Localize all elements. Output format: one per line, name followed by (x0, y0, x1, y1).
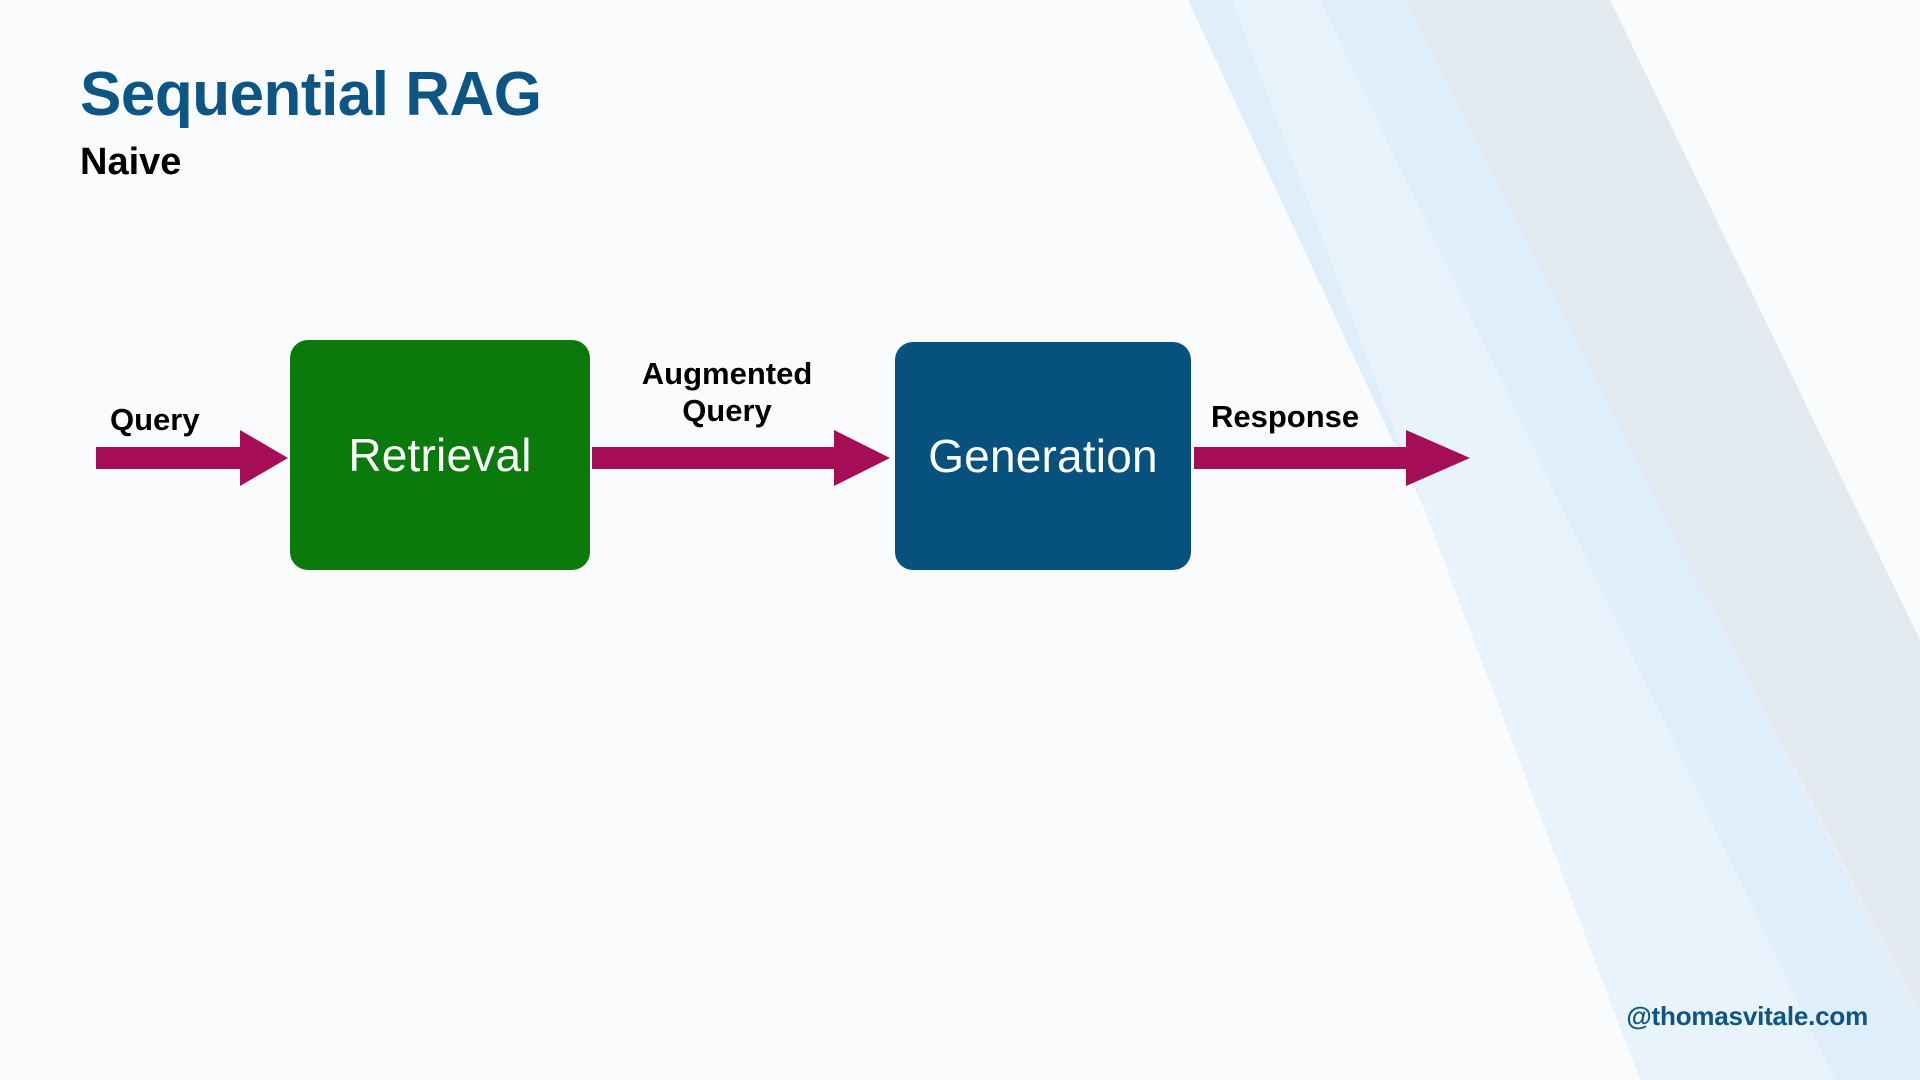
footer-handle[interactable]: @thomasvitale.com (1626, 1001, 1868, 1031)
edge-label-response: Response (1211, 399, 1360, 434)
page-title: Sequential RAG (80, 60, 542, 129)
edge-label-augmented-query: Augmented Query (641, 356, 813, 428)
page-subtitle: Naive (80, 141, 182, 184)
node-retrieval-label: Retrieval (348, 429, 532, 481)
node-retrieval[interactable]: Retrieval (290, 340, 590, 570)
background-band-1 (1232, 0, 1835, 1080)
edge-label-query: Query (110, 402, 200, 437)
title-block: Sequential RAG Naive (80, 62, 542, 183)
node-generation[interactable]: Generation (895, 342, 1191, 570)
node-generation-label: Generation (928, 430, 1158, 482)
